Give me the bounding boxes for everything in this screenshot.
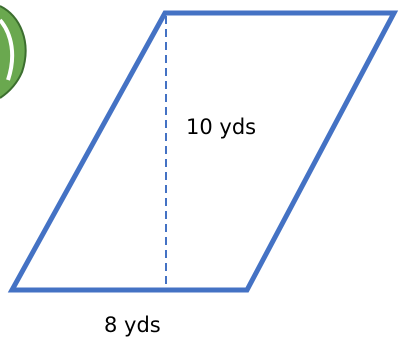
leaf-decoration — [0, 5, 27, 99]
parallelogram-outline — [7, 10, 399, 293]
height-label: 10 yds — [186, 115, 256, 139]
leaf-vein — [0, 18, 15, 81]
leaf-edge — [0, 5, 27, 99]
base-label: 8 yds — [104, 313, 161, 337]
